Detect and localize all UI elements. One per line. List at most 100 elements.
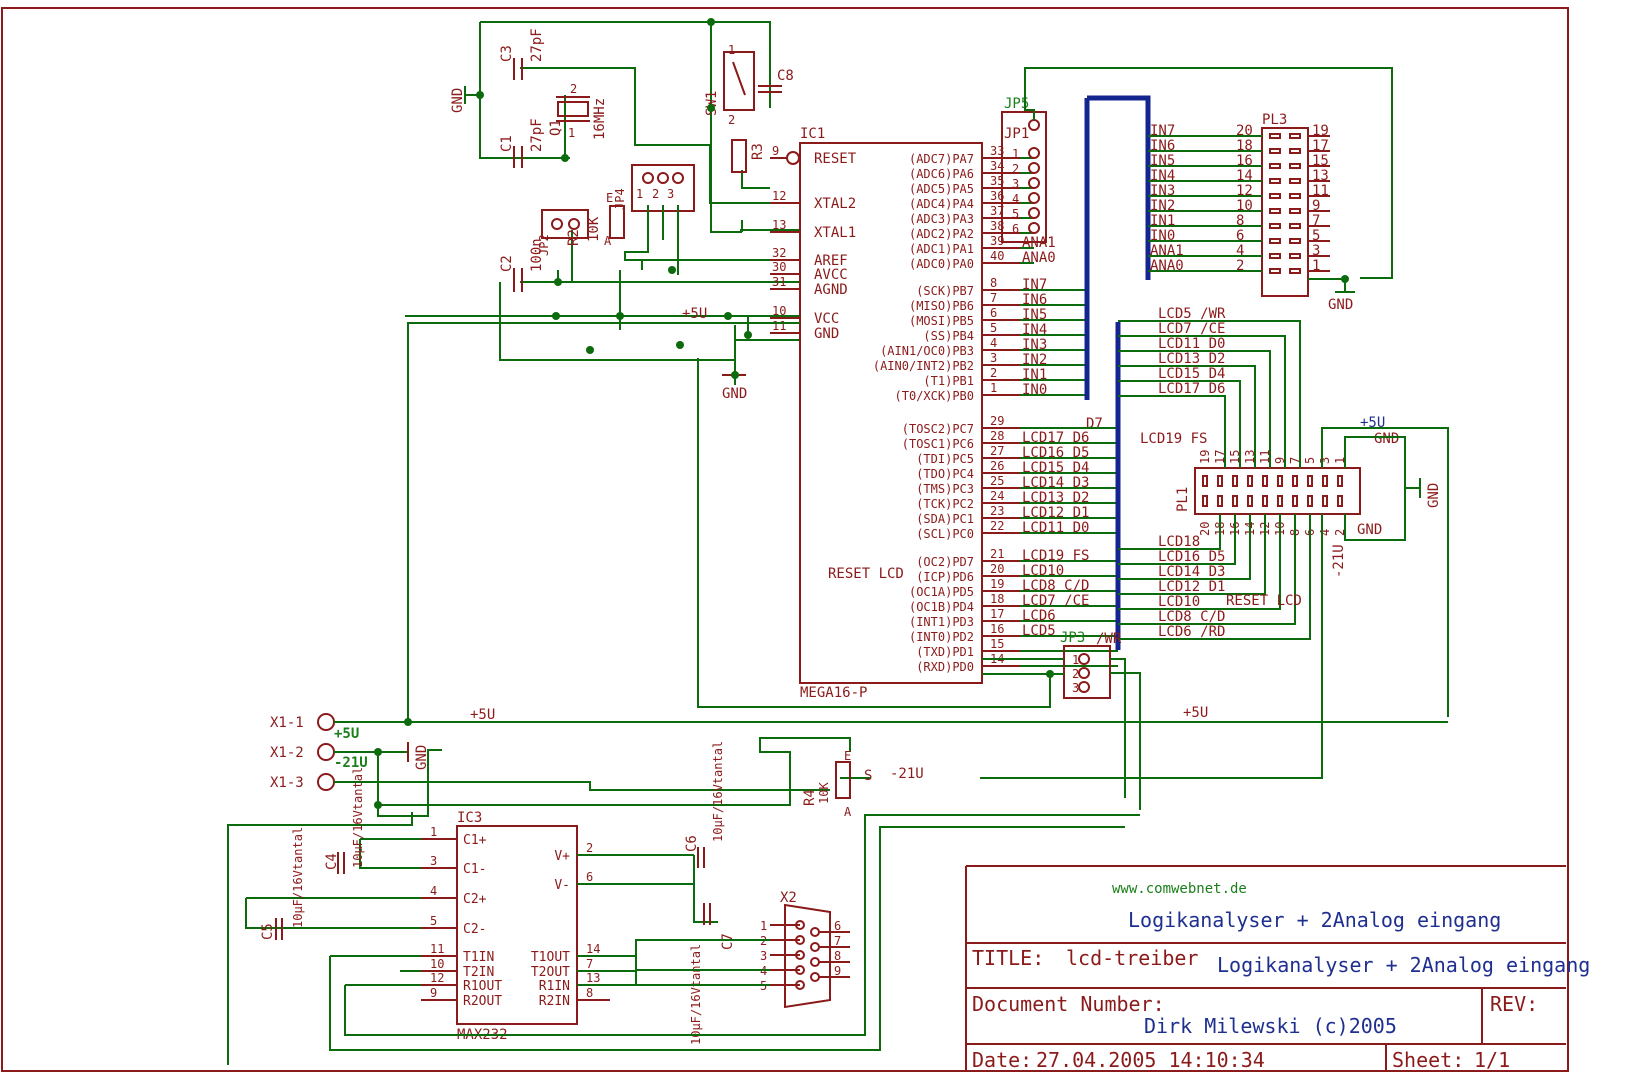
ic1-pin-name: (TDO)PC4	[916, 467, 974, 481]
pl3-odd-pin: 7	[1312, 213, 1320, 229]
x2-left-pin: 3	[760, 949, 767, 963]
jp5-header	[1001, 111, 1047, 243]
pl1-top-pin: 19	[1198, 450, 1212, 464]
jp5-pin-number: 5	[1012, 207, 1019, 221]
ic1-pin-name: (RXD)PD0	[916, 660, 974, 674]
ic1-net-label: IN4	[1022, 322, 1047, 338]
x1-1-terminal	[317, 713, 335, 731]
r4-value: 10K	[817, 782, 831, 804]
c1-value: 27pF	[529, 118, 545, 152]
title-block: www.comwebnet.de Logikanalyser + 2Analog…	[965, 865, 1590, 1072]
ic1-pin-number: 9	[772, 144, 779, 158]
ic1-pin-name: AVCC	[814, 267, 848, 283]
pl1-minus21: -21U	[1331, 544, 1347, 578]
ic1-net-label: LCD13 D2	[1022, 490, 1089, 506]
ic1-pin-name: (ADC0)PA0	[909, 257, 974, 271]
ic3-left-pins: 1C1+3C1-4C2+5C2-11T1IN10T2IN12R1OUT9R2OU…	[421, 825, 502, 1009]
jp2-header	[541, 209, 589, 239]
ic1-pin-name: (ADC5)PA5	[909, 182, 974, 196]
x1-2-terminal	[317, 743, 335, 761]
ic3-max232: IC3 MAX232 1C1+3C1-4C2+5C2-11T1IN10T2IN1…	[421, 810, 610, 1043]
x1-2-label: X1-2	[270, 745, 304, 761]
ic1-net-label: LCD17 D6	[1022, 430, 1089, 446]
ic1-pin-name: (T0/XCK)PB0	[895, 389, 974, 403]
pl1-bottom-net: LCD14 D3	[1158, 564, 1225, 580]
c6-value: 10µF/16Vtantal	[711, 741, 725, 842]
c8-label: C8	[777, 68, 794, 84]
pl3-even-pin: 8	[1236, 213, 1244, 229]
ic3-pin-name: T2OUT	[531, 965, 570, 980]
title-value: lcd-treiber	[1066, 946, 1198, 970]
jp4-label: JP4	[613, 188, 627, 210]
ic1-pin-name: (SCK)PB7	[916, 284, 974, 298]
pl1-top-pin: 3	[1318, 457, 1332, 464]
jp5-pin-number: 6	[1012, 222, 1019, 236]
x2-label: X2	[780, 890, 797, 906]
c7-value: 10µF/16Vtantal	[689, 944, 703, 1045]
pl3-even-pin: 18	[1236, 138, 1253, 154]
ic3-pin-number: 9	[430, 986, 437, 1000]
ic1-pin-number: 6	[990, 306, 997, 320]
pl1-bottom-pin: 2	[1333, 529, 1347, 536]
r2-value: 10K	[586, 216, 602, 242]
pl1-top-pin: 7	[1288, 457, 1302, 464]
ic3-pin-name: T1IN	[463, 950, 494, 965]
ic1-pin-name: VCC	[814, 311, 839, 327]
ic1-pin-number: 13	[772, 218, 786, 232]
ic1-net-label: IN6	[1022, 292, 1047, 308]
jp5-label: JP5	[1004, 96, 1029, 112]
pl1-top-net: LCD17 D6	[1158, 381, 1225, 397]
ic1-net-label: LCD15 D4	[1022, 460, 1089, 476]
plus5-green-label: +5U	[334, 726, 359, 742]
c2-label: C2	[499, 255, 515, 272]
ic1-pin-number: 12	[772, 189, 786, 203]
jp3-pin1: 1	[1072, 653, 1079, 667]
ic3-pin-name: R2OUT	[463, 994, 502, 1009]
ic1-pin-number: 30	[772, 260, 786, 274]
r3-resistor-symbol	[731, 139, 747, 173]
ic3-pin-number: 8	[586, 986, 593, 1000]
ic1-pin-name: (SCL)PC0	[916, 527, 974, 541]
ic1-part: MEGA16-P	[800, 685, 867, 701]
ic1-pin-name: (AIN1/OC0)PB3	[880, 344, 974, 358]
x1-3-terminal	[317, 773, 335, 791]
input-bus-upper	[1087, 95, 1151, 280]
jp3-label: JP3	[1060, 630, 1085, 646]
pl3-net-label: IN7	[1150, 123, 1175, 139]
pl3-net-label: IN5	[1150, 153, 1175, 169]
pl1-gnd-side: GND	[1426, 483, 1442, 508]
ic3-pin-number: 14	[586, 942, 600, 956]
ic1-net-label: LCD7 /CE	[1022, 593, 1089, 609]
pl3-even-pin: 6	[1236, 228, 1244, 244]
jp5-pin-number: 1	[1012, 147, 1019, 161]
ic1-pin-number: 39	[990, 234, 1004, 248]
title-subject: Logikanalyser + 2Analog eingang	[1217, 953, 1590, 977]
x2-right-pin: 9	[834, 964, 841, 978]
charge-pump-caps: C4 10µF/16Vtantal C5 10µF/16Vtantal C6 1…	[245, 741, 736, 1045]
jp3-pin2: 2	[1072, 667, 1079, 681]
ic1-pin-number: 22	[990, 519, 1004, 533]
pl3-odd-pin: 15	[1312, 153, 1329, 169]
ic1-pin-name: (TXD)PD1	[916, 645, 974, 659]
sheet-frame	[1, 7, 1569, 1072]
minus21-green-label: -21U	[334, 755, 368, 771]
pl1-top-pin: 17	[1213, 450, 1227, 464]
ic1-pin-name: (INT0)PD2	[909, 630, 974, 644]
r2-pot-a: A	[604, 234, 612, 248]
c4-value: 10µF/16Vtantal	[351, 767, 365, 868]
ic3-label: IC3	[457, 810, 482, 826]
ic3-pin-name: R2IN	[539, 994, 570, 1009]
ic1-net-label: IN0	[1022, 382, 1047, 398]
ic1-pin-number: 10	[772, 304, 786, 318]
title-heading: Logikanalyser + 2Analog eingang	[1128, 908, 1501, 932]
x2-left-pin: 1	[760, 919, 767, 933]
pl3-odd-pin: 3	[1312, 243, 1320, 259]
x2-shell	[784, 903, 831, 1009]
ic1-net-label: ANA0	[1022, 250, 1056, 266]
